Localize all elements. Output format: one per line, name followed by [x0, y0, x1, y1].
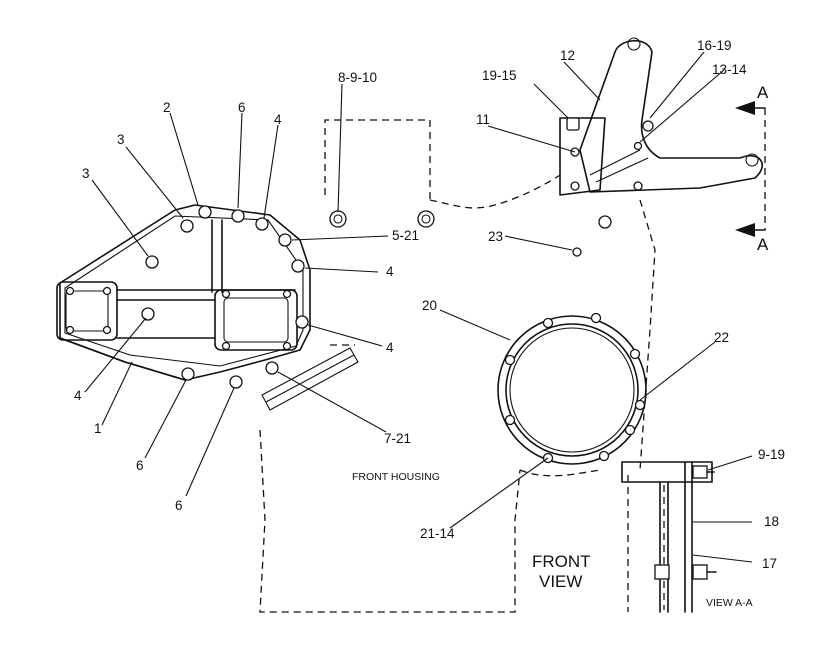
callout-3-upper: 3	[117, 132, 125, 147]
section-cut-a-a	[735, 101, 766, 237]
caption-front-housing: FRONT HOUSING	[352, 471, 440, 483]
callout-4-right-upper: 4	[386, 264, 394, 279]
tube	[261, 347, 359, 411]
seal-ring	[497, 312, 647, 465]
section-mark-a-bottom: A	[757, 235, 769, 254]
caption-view-a-a: VIEW A-A	[706, 597, 753, 609]
cover-bolts	[65, 205, 309, 389]
callout-6-left: 6	[136, 458, 144, 473]
ring-bolts	[504, 312, 646, 464]
callout-4-right-lower: 4	[386, 340, 394, 355]
callout-8-9-10: 8-9-10	[338, 70, 377, 85]
callout-6-top: 6	[238, 100, 246, 115]
callout-5-21: 5-21	[392, 228, 419, 243]
callout-13-14: 13-14	[712, 62, 747, 77]
callout-3-lower: 3	[82, 166, 90, 181]
front-housing-outline	[259, 119, 656, 613]
section-mark-a-top: A	[757, 83, 769, 102]
callout-7-21: 7-21	[384, 431, 411, 446]
lifting-bracket	[559, 37, 763, 196]
callout-16-19: 16-19	[697, 38, 732, 53]
callout-labels: 8-9-10 2 3 3 6 4 5-21 4 4 4 1 6 6 7-21 2…	[74, 38, 785, 609]
plug-23	[572, 215, 612, 257]
callout-4-left: 4	[74, 388, 82, 403]
callout-6-bottom: 6	[175, 498, 183, 513]
callout-2: 2	[163, 100, 171, 115]
view-a-a-section	[621, 461, 717, 613]
callout-19-15: 19-15	[482, 68, 517, 83]
callout-1: 1	[94, 421, 102, 436]
callout-18: 18	[764, 514, 779, 529]
leader-lines	[84, 51, 753, 563]
callout-17: 17	[762, 556, 777, 571]
callout-9-19: 9-19	[758, 447, 785, 462]
callout-12: 12	[560, 48, 575, 63]
caption-front-view-line1: FRONT	[532, 552, 591, 571]
caption-front-view-line2: VIEW	[539, 572, 582, 591]
callout-21-14: 21-14	[420, 526, 455, 541]
callout-22: 22	[714, 330, 729, 345]
callout-23: 23	[488, 229, 503, 244]
callout-11: 11	[476, 112, 490, 127]
callout-4-top: 4	[274, 112, 282, 127]
callout-20: 20	[422, 298, 437, 313]
housing-bolts	[329, 210, 435, 228]
